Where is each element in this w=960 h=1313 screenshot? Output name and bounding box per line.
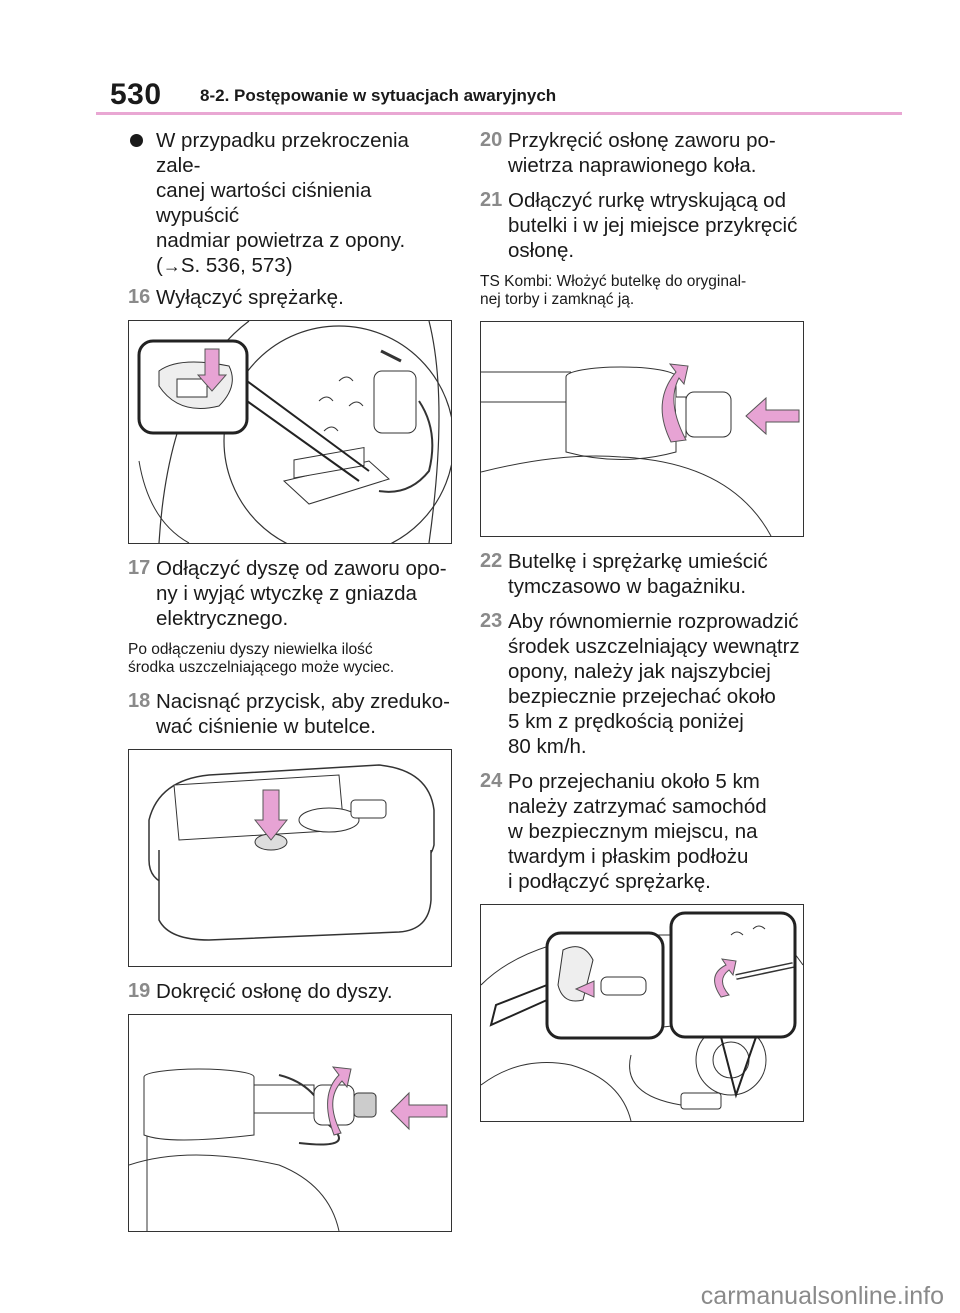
step-text: osłonę. bbox=[508, 239, 575, 262]
compressor-illustration-1 bbox=[137, 321, 451, 543]
step-18: 18 Nacisnąć przycisk, aby zreduko- wać c… bbox=[128, 689, 450, 739]
step-20: 20 Przykręcić osłonę zaworu po- wietrza … bbox=[480, 128, 802, 178]
step-number: 18 bbox=[128, 690, 151, 712]
note-sealant-leak: Po odłączeniu dyszy niewielka ilość środ… bbox=[128, 641, 395, 676]
figure-nozzle-cap bbox=[128, 1014, 452, 1232]
step-text: Wyłączyć sprężarkę. bbox=[156, 286, 344, 309]
step-number: 22 bbox=[480, 550, 503, 572]
figure-bottle-cap bbox=[480, 321, 804, 537]
step-text: Po przejechaniu około 5 km bbox=[508, 770, 760, 793]
step-21: 21 Odłączyć rurkę wtryskującą od butelki… bbox=[480, 188, 802, 263]
section-title: 8-2. Postępowanie w sytuacjach awaryjnyc… bbox=[200, 86, 557, 105]
step-text: i podłączyć sprężarkę. bbox=[508, 870, 711, 893]
step-number: 23 bbox=[480, 610, 503, 632]
step-text: Odłączyć rurkę wtryskującą od bbox=[508, 189, 786, 212]
step-text: twardym i płaskim podłożu bbox=[508, 845, 749, 868]
step-text: ny i wyjąć wtyczkę z gniazda bbox=[156, 582, 417, 605]
step-text: 5 km z prędkością poniżej bbox=[508, 710, 744, 733]
page-reference[interactable]: (→S. 536, 573) bbox=[156, 254, 293, 277]
note-ts-kombi: TS Kombi: Włożyć butelkę do oryginal- ne… bbox=[480, 273, 747, 308]
compressor-illustration-2 bbox=[148, 764, 435, 941]
pressure-warning-bullet: W przypadku przekroczenia zale- canej wa… bbox=[128, 128, 450, 279]
step-text: Odłączyć dyszę od zaworu opo- bbox=[156, 557, 447, 580]
bullet-line: canej wartości ciśnienia wypuścić bbox=[156, 179, 372, 227]
car-connection-illustration bbox=[481, 911, 803, 1121]
page-number: 530 bbox=[110, 78, 162, 111]
step-17: 17 Odłączyć dyszę od zaworu opo- ny i wy… bbox=[128, 556, 450, 631]
reference-arrow-icon: → bbox=[162, 256, 181, 276]
step-text: należy zatrzymać samochód bbox=[508, 795, 767, 818]
step-text: tymczasowo w bagażniku. bbox=[508, 575, 747, 598]
step-number: 17 bbox=[128, 557, 151, 579]
step-16: 16 Wyłączyć sprężarkę. bbox=[128, 285, 450, 310]
right-column: 20 Przykręcić osłonę zaworu po- wietrza … bbox=[480, 128, 804, 1122]
step-text: butelki i w jej miejsce przykręcić bbox=[508, 214, 798, 237]
step-22: 22 Butelkę i sprężarkę umieścić tymczaso… bbox=[480, 549, 802, 599]
step-number: 21 bbox=[480, 189, 503, 211]
step-text: Butelkę i sprężarkę umieścić bbox=[508, 550, 768, 573]
step-text: wać ciśnienie w butelce. bbox=[156, 715, 376, 738]
step-number: 19 bbox=[128, 980, 151, 1002]
step-text: wietrza naprawionego koła. bbox=[508, 154, 757, 177]
header-divider bbox=[96, 112, 902, 115]
step-text: Dokręcić osłonę do dyszy. bbox=[156, 980, 393, 1003]
step-text: Aby równomiernie rozprowadzić bbox=[508, 610, 799, 633]
step-text: Przykręcić osłonę zaworu po- bbox=[508, 129, 776, 152]
step-text: bezpiecznie przejechać około bbox=[508, 685, 776, 708]
step-24: 24 Po przejechaniu około 5 km należy zat… bbox=[480, 769, 802, 894]
step-23: 23 Aby równomiernie rozprowadzić środek … bbox=[480, 609, 802, 759]
step-text: Nacisnąć przycisk, aby zreduko- bbox=[156, 690, 450, 713]
step-text: w bezpiecznym miejscu, na bbox=[508, 820, 758, 843]
bottle-illustration bbox=[481, 363, 800, 536]
step-number: 24 bbox=[480, 770, 503, 792]
bullet-line: nadmiar powietrza z opony. bbox=[156, 229, 406, 252]
step-text: 80 km/h. bbox=[508, 735, 587, 758]
step-number: 20 bbox=[480, 129, 503, 151]
step-text: środek uszczelniający wewnątrz bbox=[508, 635, 800, 658]
nozzle-illustration bbox=[129, 1066, 448, 1231]
step-text: elektrycznego. bbox=[156, 607, 289, 630]
figure-compressor-switch-off bbox=[128, 320, 452, 544]
left-column: W przypadku przekroczenia zale- canej wa… bbox=[128, 128, 452, 1232]
figure-compressor-button bbox=[128, 749, 452, 967]
figure-compressor-reconnect bbox=[480, 904, 804, 1122]
step-text: opony, należy jak najszybciej bbox=[508, 660, 771, 683]
bullet-dot-icon bbox=[130, 134, 143, 147]
bullet-line: W przypadku przekroczenia zale- bbox=[156, 129, 409, 177]
watermark[interactable]: carmanualsonline.info bbox=[700, 1282, 944, 1310]
step-19: 19 Dokręcić osłonę do dyszy. bbox=[128, 979, 450, 1004]
step-number: 16 bbox=[128, 286, 151, 308]
